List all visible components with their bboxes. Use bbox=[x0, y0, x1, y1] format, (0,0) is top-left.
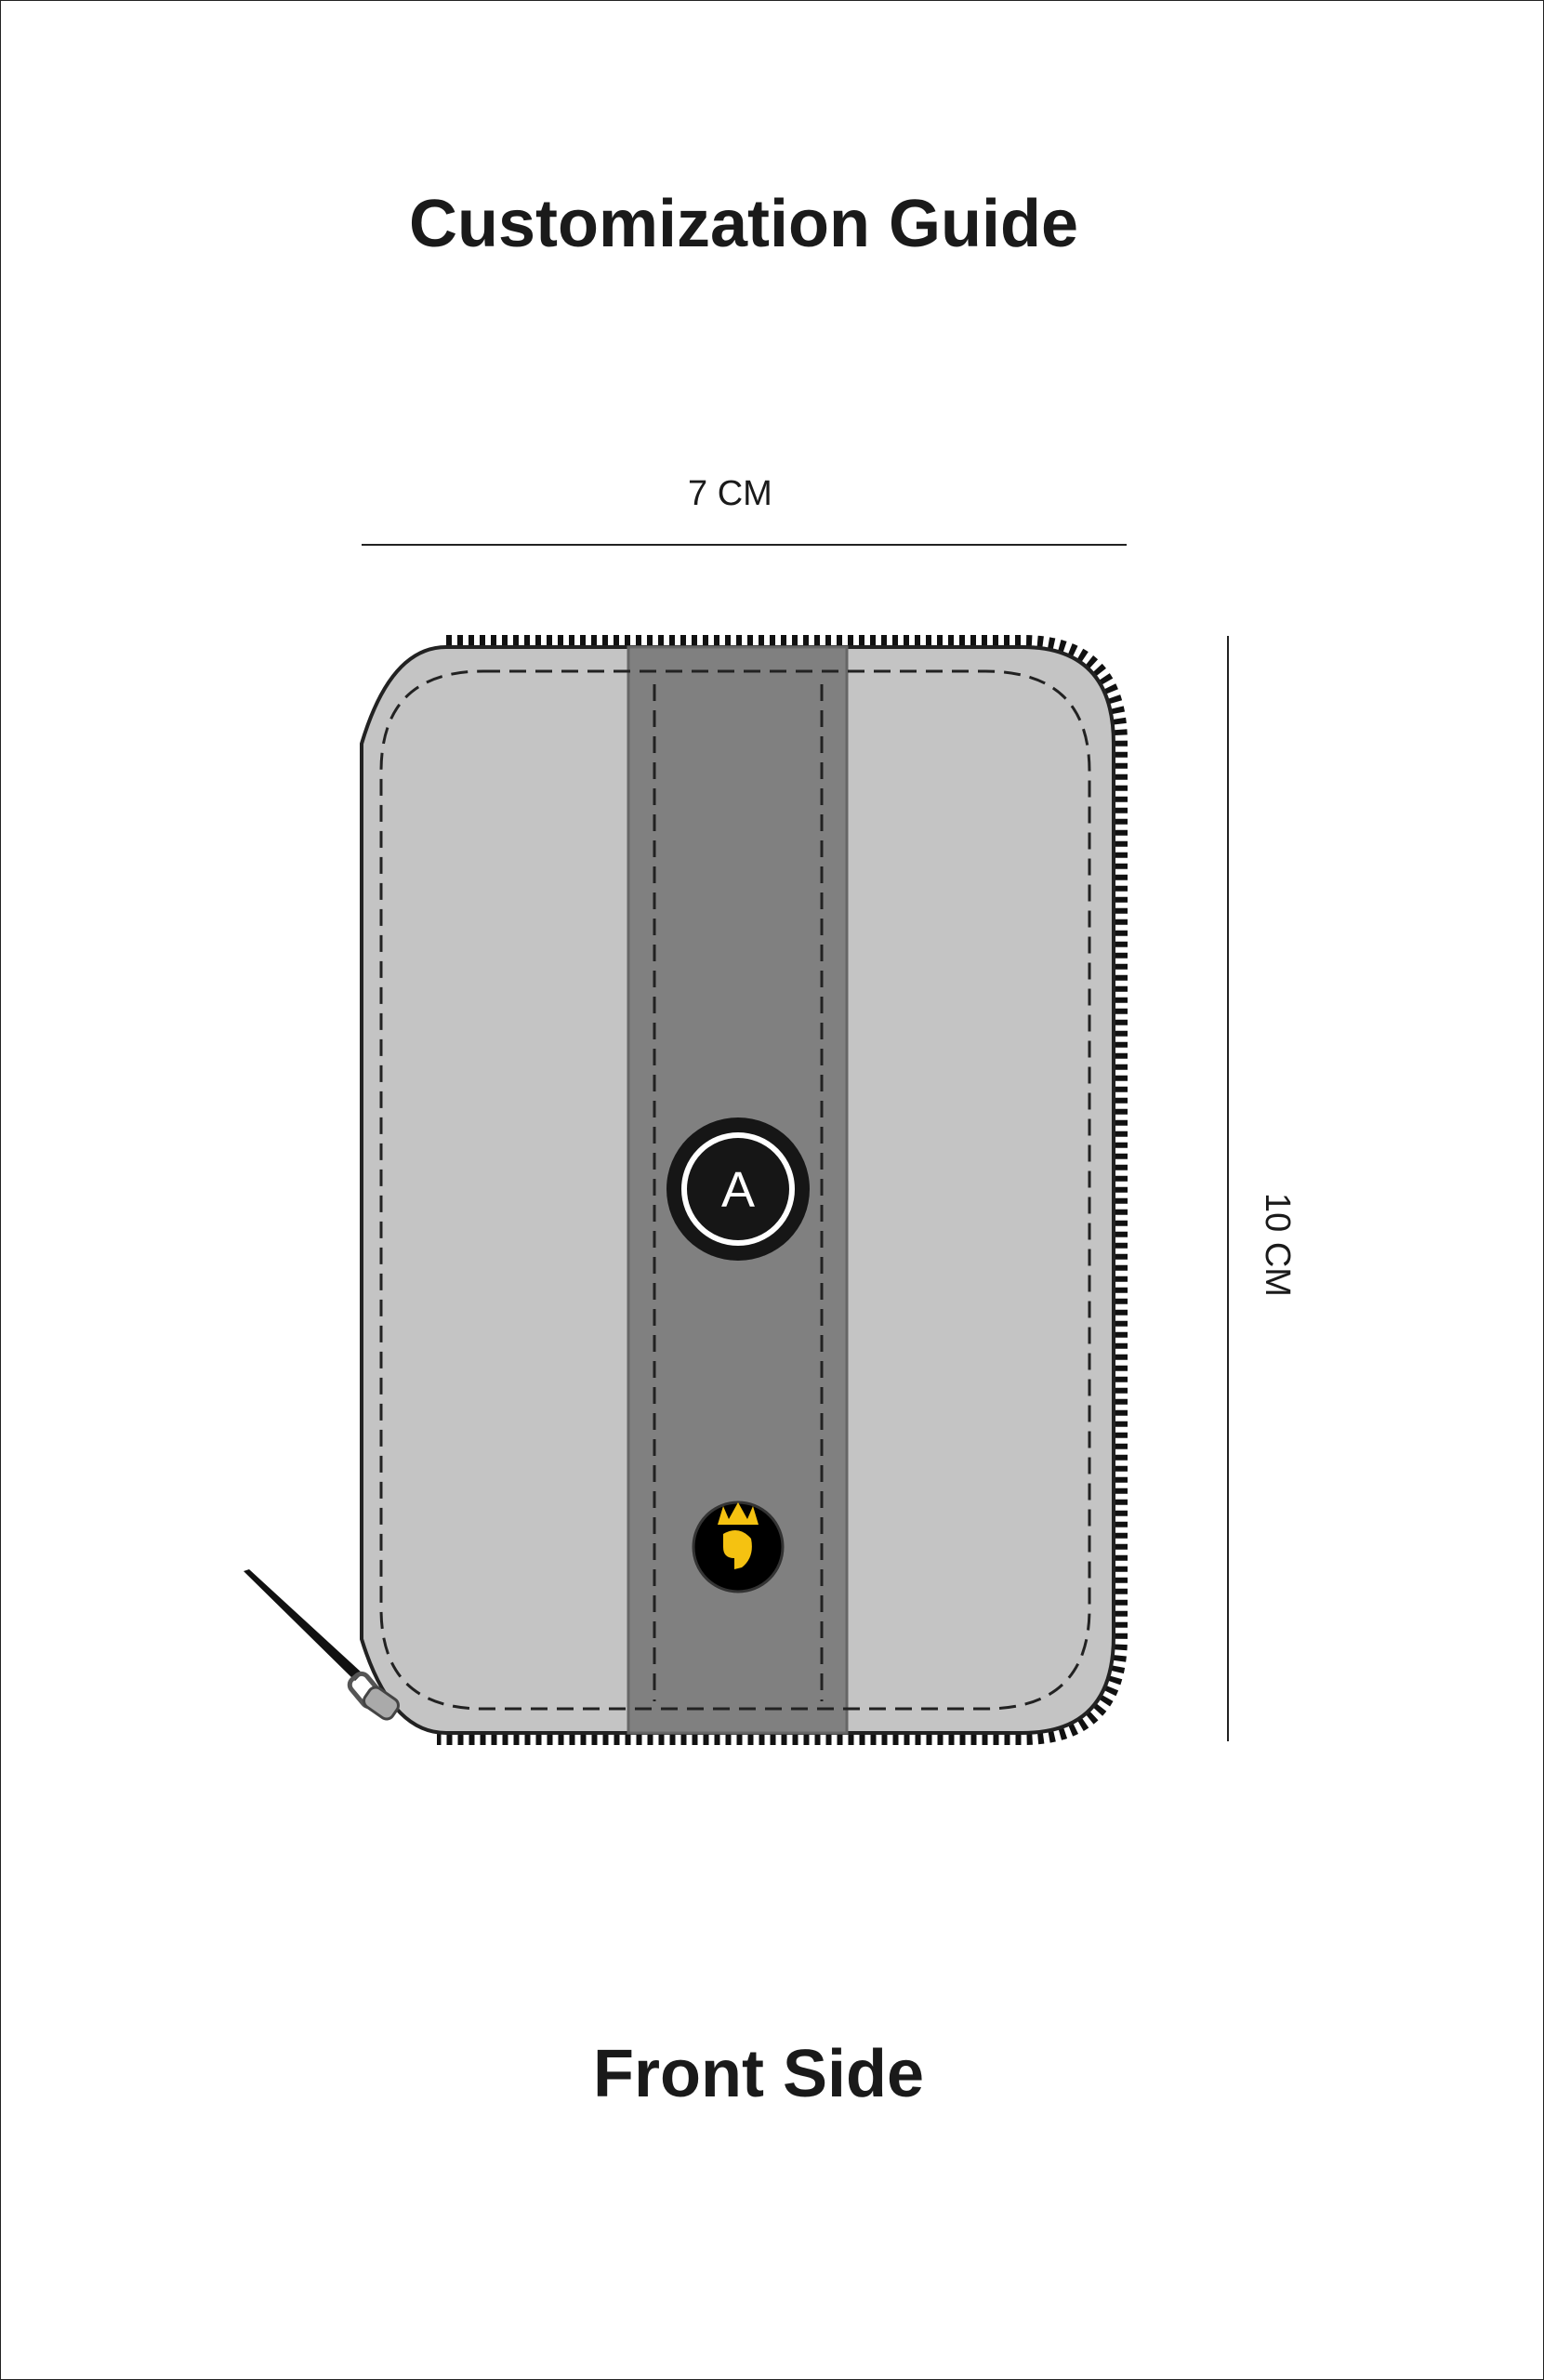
zipper-pull bbox=[244, 1569, 400, 1721]
width-label: 7 CM bbox=[688, 474, 772, 513]
monogram-letter: A bbox=[721, 1162, 755, 1218]
monogram-ring bbox=[681, 1132, 795, 1246]
stitch-line bbox=[379, 669, 1091, 1711]
height-label: 10 CM bbox=[1258, 1193, 1297, 1297]
monogram-badge bbox=[666, 1117, 810, 1261]
page-title: Customization Guide bbox=[409, 187, 1078, 261]
zipper-teeth bbox=[437, 635, 1128, 1745]
side-caption: Front Side bbox=[593, 2037, 924, 2111]
brand-logo bbox=[692, 1501, 785, 1593]
